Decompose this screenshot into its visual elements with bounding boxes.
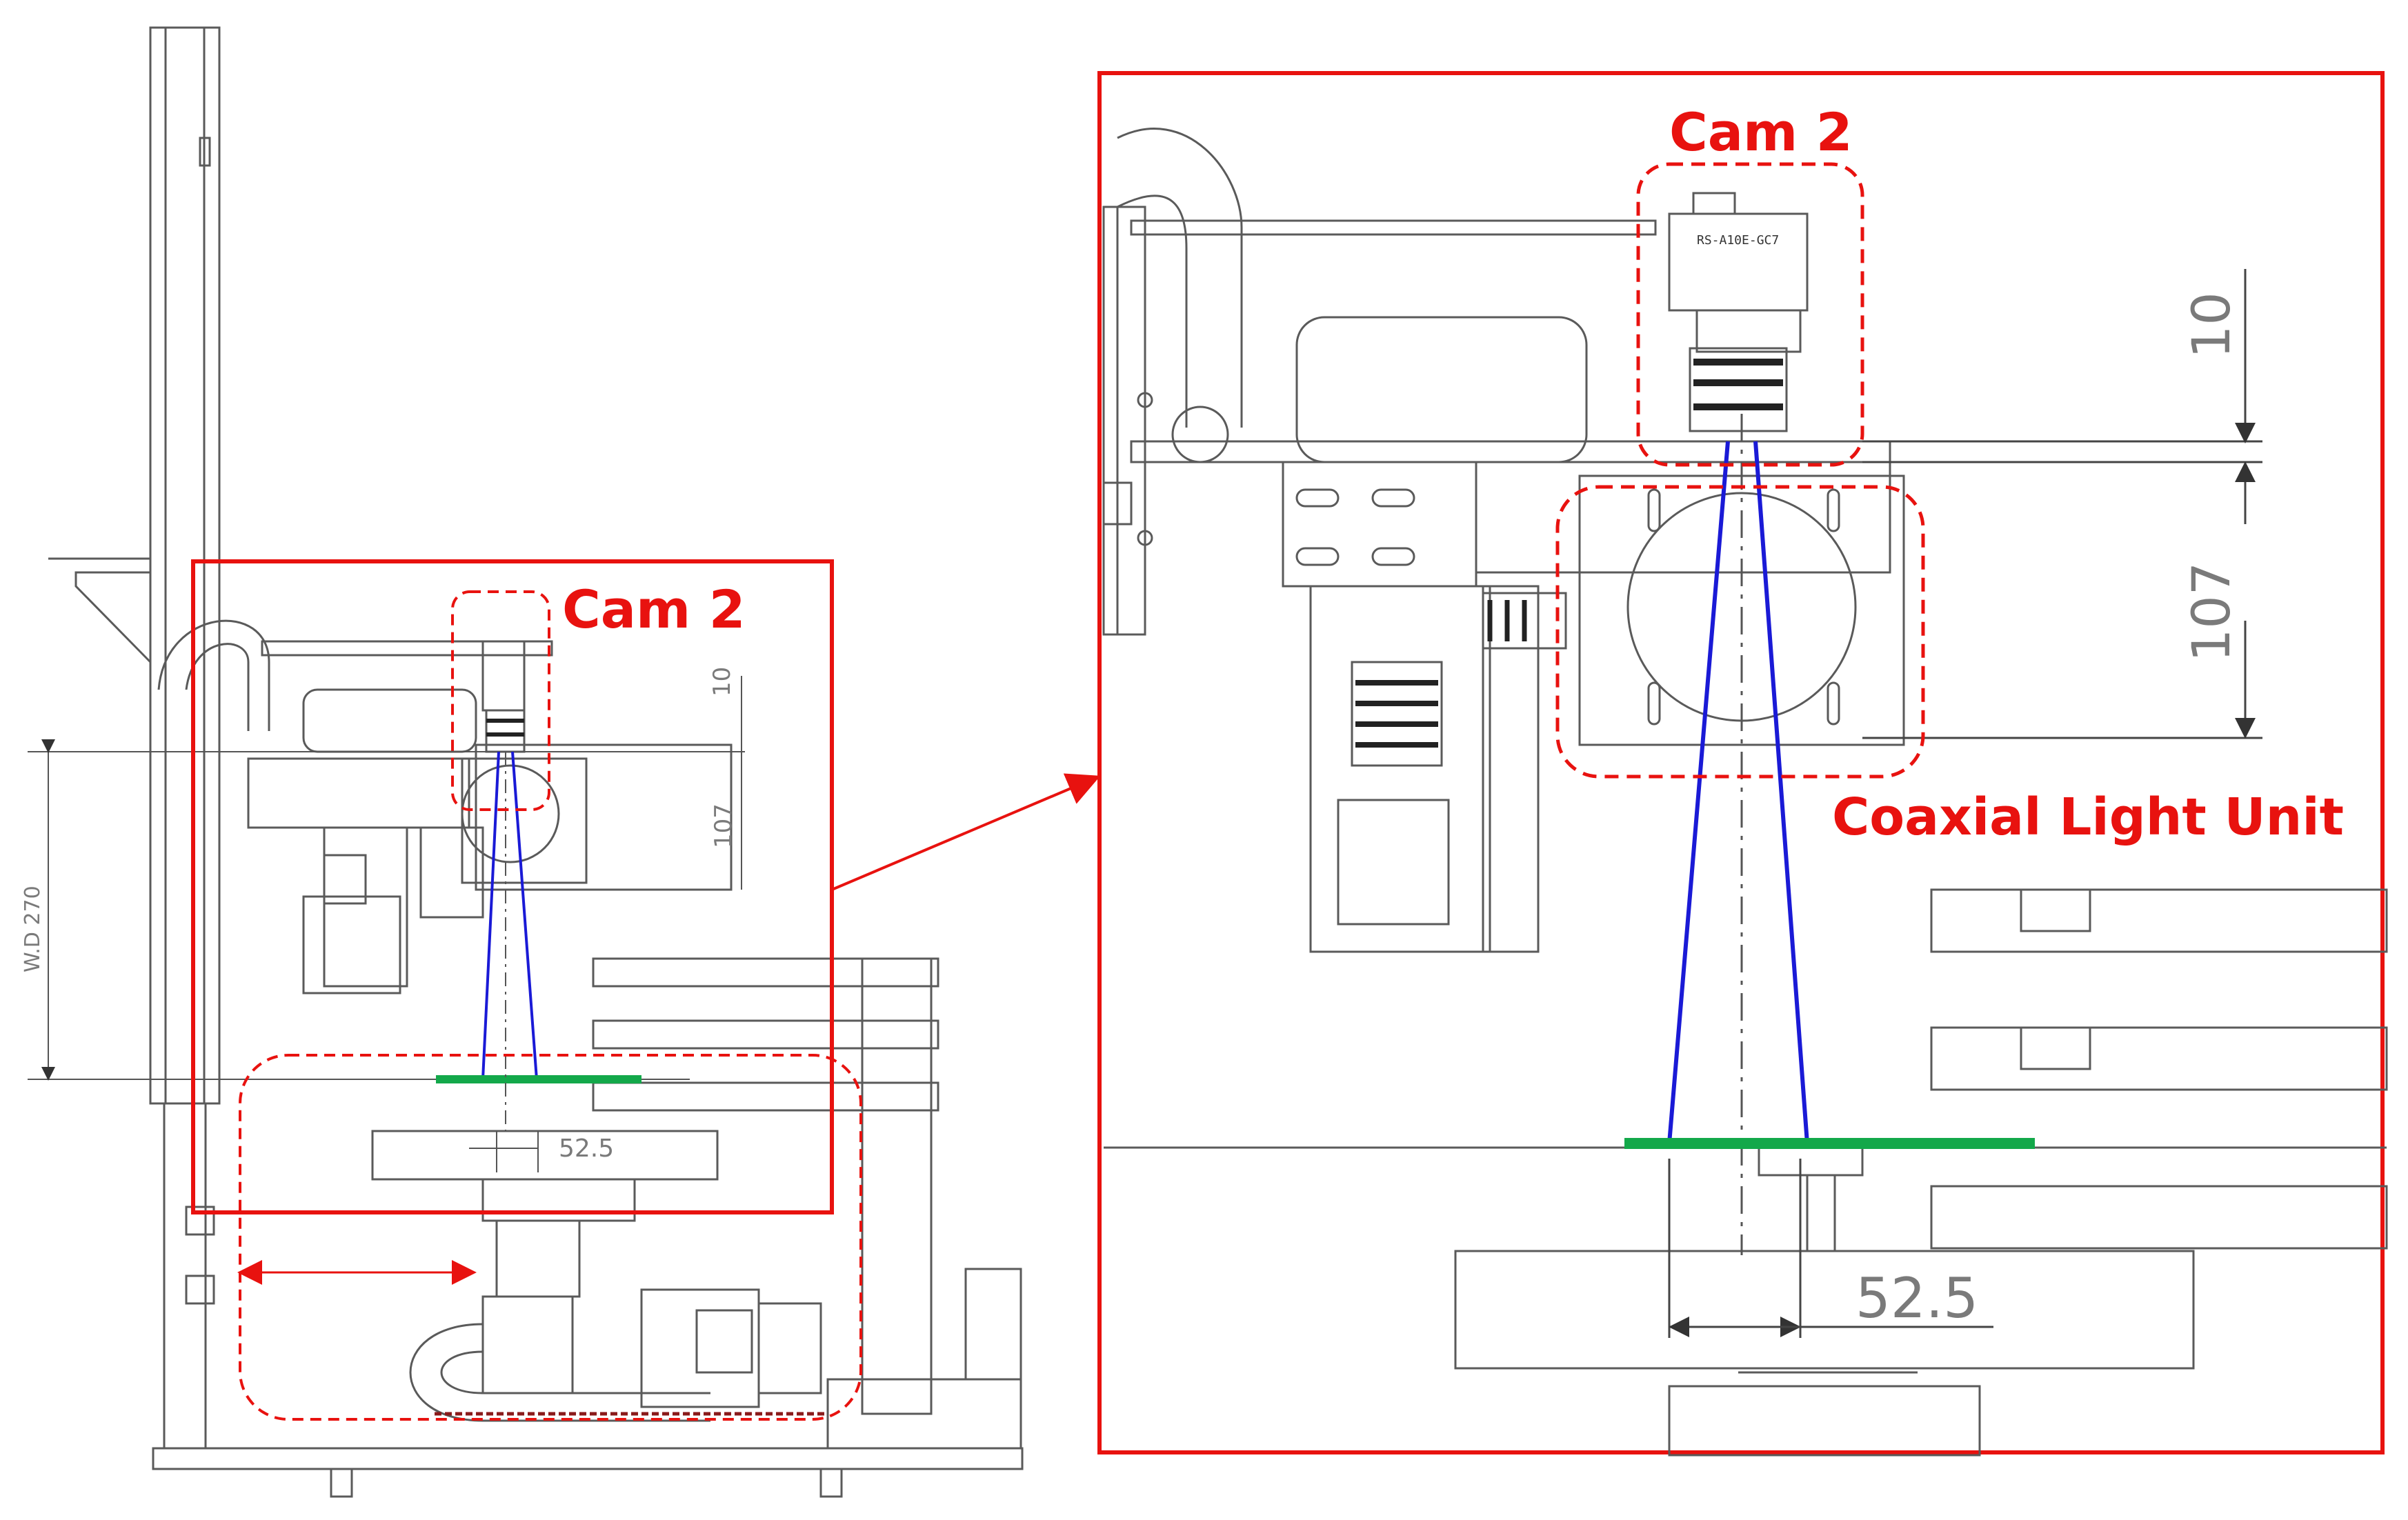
detail-optical-path xyxy=(1667,441,1809,1144)
overview-dimensions xyxy=(28,676,745,1172)
detail-light-offset-label: 107 xyxy=(2180,562,2242,662)
detail-dimensions xyxy=(1668,269,2262,1338)
overview-zoom-frame xyxy=(191,559,834,1214)
zoom-pointer-arrow xyxy=(831,773,1101,891)
overview-field-width-label: 52.5 xyxy=(559,1134,614,1163)
overview-camera-highlight xyxy=(451,590,550,811)
camera-model-label: RS-A10E-GC7 xyxy=(1697,233,1779,248)
overview-optical-path xyxy=(481,751,538,1080)
overview-top-offset-label: 10 xyxy=(708,667,736,697)
overview-light-offset-label: 107 xyxy=(710,803,737,848)
overview-stage-highlight xyxy=(239,1054,862,1421)
detail-light-highlight xyxy=(1555,485,1925,779)
coaxial-light-label: Coaxial Light Unit xyxy=(1832,788,2344,847)
detail-camera-label: Cam 2 xyxy=(1669,101,1853,163)
detail-camera-highlight xyxy=(1636,162,1864,467)
detail-drawing xyxy=(1102,128,2388,1457)
working-distance-label: W.D 270 xyxy=(21,886,45,972)
detail-top-offset-label: 10 xyxy=(2180,292,2242,359)
detail-field-width-label: 52.5 xyxy=(1855,1266,1978,1330)
overview-camera-label: Cam 2 xyxy=(562,579,746,640)
